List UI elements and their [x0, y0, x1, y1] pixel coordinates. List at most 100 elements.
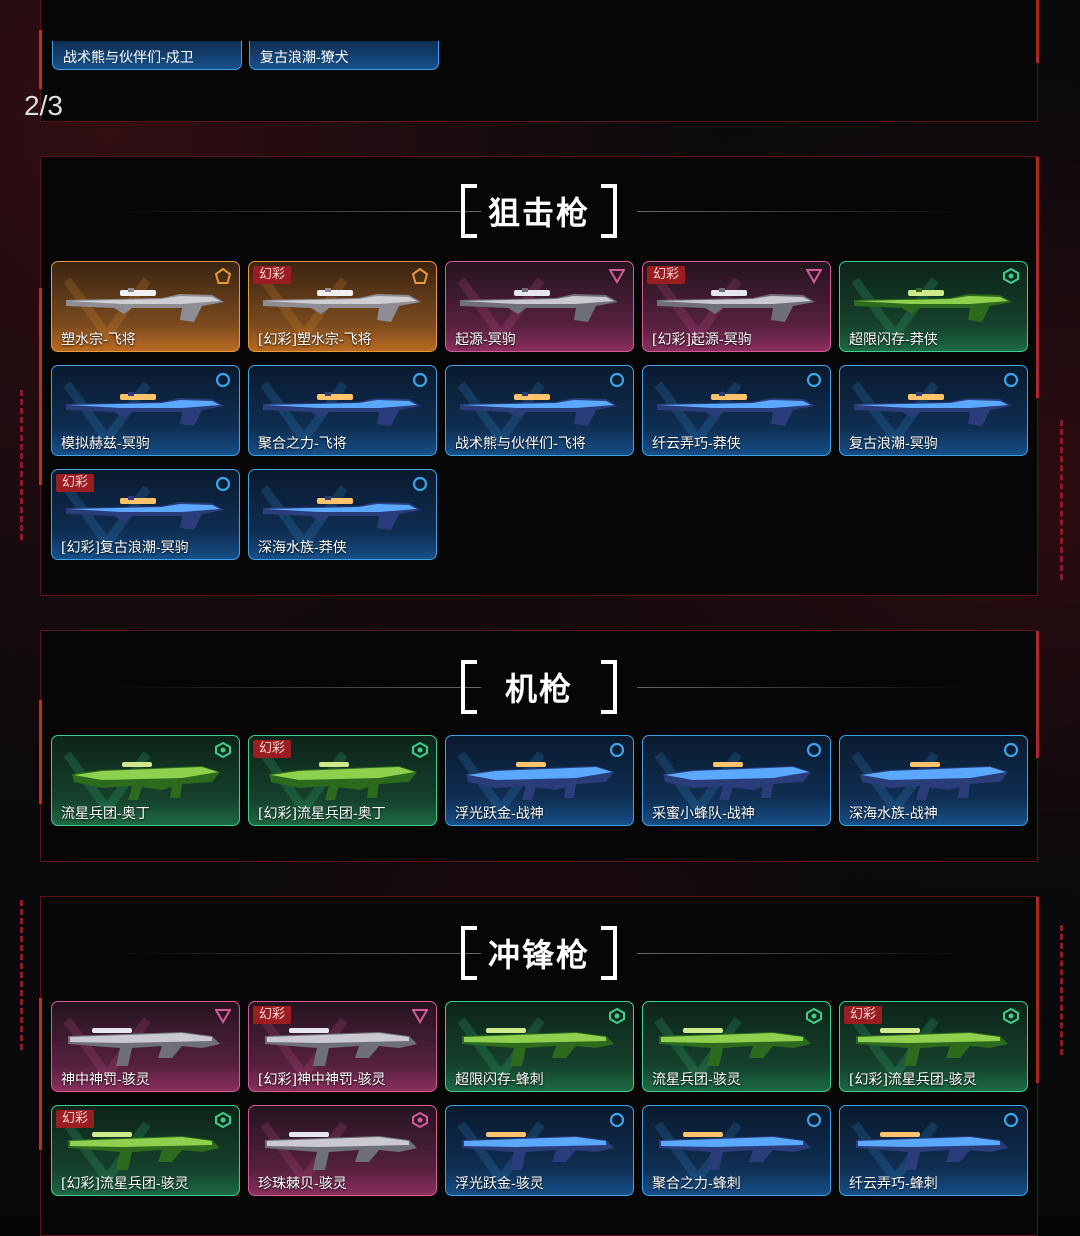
section-title: 冲锋枪 [487, 936, 590, 974]
weapon-card[interactable]: 塑水宗-飞将 [51, 261, 240, 352]
weapon-card[interactable]: 幻彩 [幻彩]复古浪潮-冥驹 [51, 469, 240, 560]
variant-badge: 幻彩 [56, 474, 95, 492]
weapon-card[interactable]: 战术熊与伙伴们-飞将 [445, 365, 634, 456]
emblem-watermark [851, 277, 939, 340]
weapon-card[interactable]: 流星兵团-骇灵 [642, 1001, 831, 1092]
weapon-name: [幻彩]起源-冥驹 [652, 332, 752, 348]
weapon-name: 战术熊与伙伴们-飞将 [455, 436, 586, 452]
emblem-watermark [63, 485, 151, 548]
emblem-watermark [63, 381, 151, 444]
weapon-name: 珍珠棘贝-骇灵 [258, 1176, 347, 1192]
weapon-card[interactable]: 浮光跃金-战神 [445, 735, 634, 826]
weapon-name: 聚合之力-蜂刺 [652, 1176, 741, 1192]
weapon-card[interactable]: 聚合之力-飞将 [248, 365, 437, 456]
section-panel: 狙击枪塑水宗-飞将幻彩[幻彩]塑水宗-飞将起源-冥驹幻彩[幻彩]起源-冥驹超限闪… [39, 156, 1039, 596]
weapon-image [72, 762, 220, 800]
weapon-name: 纤云弄巧-蜂刺 [849, 1176, 938, 1192]
weapon-card[interactable]: 聚合之力-蜂刺 [642, 1105, 831, 1196]
section-title: 机枪 [504, 670, 573, 708]
emblem-watermark [260, 381, 348, 444]
weapon-card[interactable]: 幻彩[幻彩]流星兵团-奥丁 [248, 735, 437, 826]
emblem-watermark [851, 381, 939, 444]
weapon-image [68, 1028, 220, 1066]
edge-decoration [20, 900, 26, 1050]
bracket-left [461, 926, 477, 980]
section-panel: 冲锋枪神中神罚-骇灵幻彩[幻彩]神中神罚-骇灵超限闪存-蜂刺流星兵团-骇灵幻彩[… [39, 896, 1039, 1236]
weapon-image [860, 762, 1008, 800]
weapon-card[interactable]: 幻彩[幻彩]塑水宗-飞将 [248, 261, 437, 352]
weapon-name: 流星兵团-骇灵 [652, 1072, 741, 1088]
weapon-image [263, 288, 421, 322]
weapon-name: 流星兵团-奥丁 [61, 806, 150, 822]
weapon-image [659, 1132, 811, 1170]
weapon-card[interactable]: 深海水族-莽侠 [248, 469, 437, 560]
weapon-image [657, 392, 815, 426]
weapon-name: 采蜜小蜂队-战神 [652, 806, 755, 822]
weapon-image [263, 392, 421, 426]
weapon-card[interactable]: 起源-冥驹 [445, 261, 634, 352]
weapon-image [663, 762, 811, 800]
weapon-image [657, 288, 815, 322]
weapon-name: [幻彩]流星兵团-骇灵 [849, 1072, 977, 1088]
weapon-card[interactable]: 超限闪存-蜂刺 [445, 1001, 634, 1092]
weapon-image [66, 496, 224, 530]
section-header: 冲锋枪 [41, 923, 1037, 983]
weapon-card[interactable]: 超限闪存-莽侠 [839, 261, 1028, 352]
weapon-image [854, 392, 1012, 426]
weapon-image [66, 392, 224, 426]
divider [111, 953, 481, 954]
section-panel: 机枪流星兵团-奥丁 幻彩[幻彩]流星兵团-奥丁浮光跃金-战神采蜜小蜂队-战神 深海水… [39, 630, 1039, 862]
weapon-card[interactable]: 深海水族-战神 [839, 735, 1028, 826]
weapon-name: 超限闪存-莽侠 [849, 332, 938, 348]
weapon-card[interactable]: 采蜜小蜂队-战神 [642, 735, 831, 826]
weapon-name: [幻彩]流星兵团-奥丁 [258, 806, 386, 822]
weapon-name: [幻彩]塑水宗-飞将 [258, 332, 372, 348]
weapon-name: 起源-冥驹 [455, 332, 516, 348]
weapon-name: 浮光跃金-骇灵 [455, 1176, 544, 1192]
weapon-card[interactable]: 纤云弄巧-莽侠 [642, 365, 831, 456]
weapon-card[interactable]: 幻彩[幻彩]神中神罚-骇灵 [248, 1001, 437, 1092]
variant-badge: 幻彩 [844, 1006, 883, 1024]
weapon-image [462, 1132, 614, 1170]
weapon-card[interactable]: 模拟赫兹-冥驹 [51, 365, 240, 456]
emblem-watermark [260, 277, 348, 340]
weapon-image [856, 1132, 1008, 1170]
bracket-right [601, 660, 617, 714]
weapon-name: 塑水宗-飞将 [61, 332, 136, 348]
edge-decoration [20, 390, 26, 540]
weapon-card[interactable]: 复古浪潮-獠犬 [249, 41, 439, 70]
weapon-card[interactable]: 浮光跃金-骇灵 [445, 1105, 634, 1196]
divider [637, 953, 967, 954]
weapon-name: 超限闪存-蜂刺 [455, 1072, 544, 1088]
weapon-image [856, 1028, 1008, 1066]
weapon-name: 神中神罚-骇灵 [61, 1072, 150, 1088]
section-header: 狙击枪 [41, 181, 1037, 241]
emblem-watermark [63, 277, 151, 340]
weapon-image [66, 288, 224, 322]
weapon-card[interactable]: 幻彩 [幻彩]流星兵团-骇灵 [839, 1001, 1028, 1092]
weapon-image [265, 1028, 417, 1066]
bracket-left [461, 184, 477, 238]
section-title: 狙击枪 [487, 194, 590, 232]
divider [111, 211, 481, 212]
weapon-name: [幻彩]复古浪潮-冥驹 [61, 540, 189, 556]
divider [111, 687, 481, 688]
weapon-name: 聚合之力-飞将 [258, 436, 347, 452]
weapon-image [68, 1132, 220, 1170]
weapon-name: [幻彩]神中神罚-骇灵 [258, 1072, 386, 1088]
weapon-card[interactable]: 流星兵团-奥丁 [51, 735, 240, 826]
weapon-card[interactable]: 纤云弄巧-蜂刺 [839, 1105, 1028, 1196]
weapon-image [854, 288, 1012, 322]
weapon-card[interactable]: 复古浪潮-冥驹 [839, 365, 1028, 456]
weapon-name: 深海水族-莽侠 [258, 540, 347, 556]
divider [637, 687, 967, 688]
weapon-image [466, 762, 614, 800]
bracket-right [601, 926, 617, 980]
emblem-watermark [260, 485, 348, 548]
weapon-card[interactable]: 神中神罚-骇灵 [51, 1001, 240, 1092]
bracket-left [461, 660, 477, 714]
weapon-card[interactable]: 战术熊与伙伴们-戍卫 [52, 41, 242, 70]
weapon-card[interactable]: 珍珠棘贝-骇灵 [248, 1105, 437, 1196]
weapon-card[interactable]: 幻彩[幻彩]流星兵团-骇灵 [51, 1105, 240, 1196]
weapon-card[interactable]: 幻彩[幻彩]起源-冥驹 [642, 261, 831, 352]
